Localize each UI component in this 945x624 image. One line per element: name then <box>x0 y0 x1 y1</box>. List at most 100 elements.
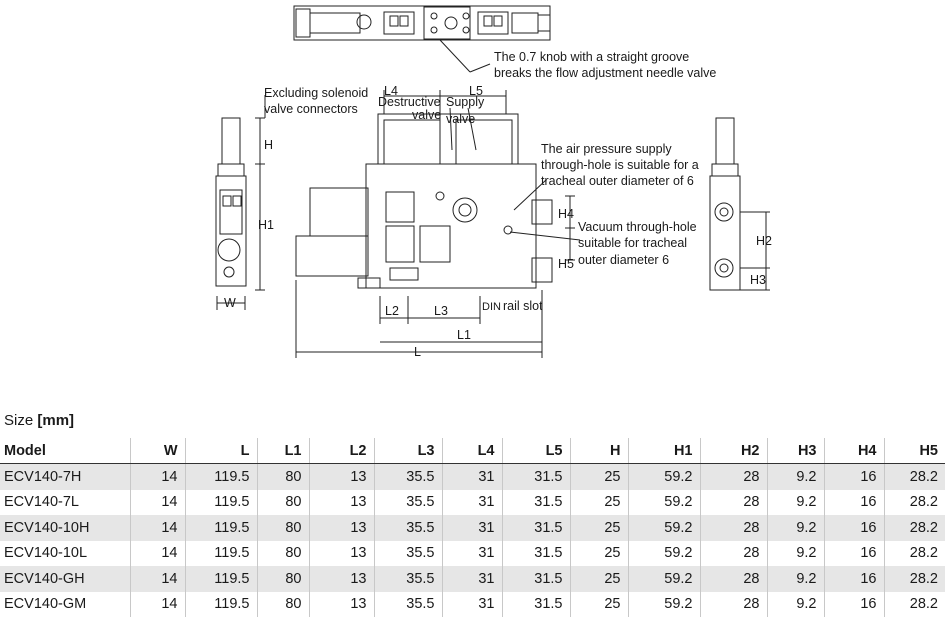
excl-callout-line2: valve connectors <box>264 102 358 116</box>
model-cell: ECV140-GH <box>0 566 130 592</box>
dimension-cell: 9.2 <box>766 515 824 541</box>
dimension-cell: 80 <box>256 566 309 592</box>
dimension-cell: 16 <box>823 515 884 541</box>
dimension-cell: 25 <box>569 489 628 515</box>
dimension-cell: 35.5 <box>373 540 442 566</box>
size-prefix: Size <box>4 412 34 429</box>
dimension-cell: 31 <box>441 489 502 515</box>
header-l2: L2 <box>308 438 374 464</box>
dim-label-l4: L4 <box>384 84 398 98</box>
dimension-cell: 31.5 <box>501 540 570 566</box>
dimension-cell: 13 <box>308 515 374 541</box>
header-h5: H5 <box>883 438 945 464</box>
dimension-cell: 119.5 <box>184 591 257 617</box>
dimension-cell: 59.2 <box>627 489 700 515</box>
dim-label-l2: L2 <box>385 304 399 318</box>
dimension-cell: 31.5 <box>501 591 570 617</box>
dimension-cell: 28 <box>699 540 767 566</box>
dimension-cell: 31 <box>441 591 502 617</box>
din-prefix-label: DIN <box>482 301 501 313</box>
dimension-cell: 119.5 <box>184 515 257 541</box>
knob-callout-line2: breaks the flow adjustment needle valve <box>494 66 716 80</box>
dimension-cell: 119.5 <box>184 540 257 566</box>
dimension-cell: 13 <box>308 463 374 490</box>
dimension-cell: 28 <box>699 591 767 617</box>
dimension-cell: 80 <box>256 515 309 541</box>
model-cell: ECV140-7L <box>4 494 79 511</box>
dimension-cell: 35.5 <box>373 489 442 515</box>
dimension-cell: 14 <box>129 591 185 617</box>
air-callout-line3: tracheal outer diameter of 6 <box>541 174 694 188</box>
dim-label-l: L <box>414 345 421 359</box>
dimension-cell: 31.5 <box>501 515 570 541</box>
dimension-cell: 31 <box>441 540 502 566</box>
dimension-cell: 80 <box>256 489 309 515</box>
header-l4: L4 <box>441 438 502 464</box>
size-title: Size [mm] <box>4 412 74 429</box>
dimension-cell: 14 <box>129 463 185 490</box>
dimension-cell: 31.5 <box>501 566 570 592</box>
knob-callout-line1: The 0.7 knob with a straight groove <box>494 50 689 64</box>
dimension-cell: 80 <box>256 463 309 490</box>
dimension-cell: 59.2 <box>627 591 700 617</box>
dimension-cell: 59.2 <box>627 515 700 541</box>
dimension-cell: 16 <box>823 463 884 490</box>
dimension-cell: 28.2 <box>883 489 945 515</box>
dimension-cell: 14 <box>129 489 185 515</box>
model-cell: ECV140-10H <box>0 515 130 541</box>
dim-label-l1: L1 <box>457 328 471 342</box>
header-h4: H4 <box>823 438 884 464</box>
vac-callout-line1: Vacuum through-hole <box>578 220 697 234</box>
dimension-cell: 28.2 <box>883 566 945 592</box>
dim-label-h: H <box>264 138 273 152</box>
destructive-callout-line2: valve <box>412 108 441 122</box>
air-callout-line2: through-hole is suitable for a <box>541 158 699 172</box>
dimension-cell: 28 <box>699 489 767 515</box>
supply-callout-line2: valve <box>446 112 475 126</box>
vac-callout-line2: suitable for tracheal <box>578 236 687 250</box>
dimension-cell: 28 <box>699 463 767 490</box>
dimension-cell: 25 <box>569 591 628 617</box>
dim-label-h1: H1 <box>258 218 274 232</box>
dimension-cell: 16 <box>823 566 884 592</box>
header-h3: H3 <box>766 438 824 464</box>
dimension-cell: 119.5 <box>184 463 257 490</box>
excl-callout-line1: Excluding solenoid <box>264 86 368 100</box>
dimension-cell: 28.2 <box>883 540 945 566</box>
supply-callout-line1: Supply <box>446 95 485 109</box>
header-h: H <box>569 438 628 464</box>
dimension-cell: 59.2 <box>627 540 700 566</box>
destructive-callout-line1: Destructive <box>378 95 441 109</box>
dimension-cell: 28 <box>699 566 767 592</box>
dimension-cell: 13 <box>308 566 374 592</box>
left-side-view <box>215 95 266 310</box>
dim-label-h3: H3 <box>750 273 766 287</box>
dimension-cell: 119.5 <box>184 489 257 515</box>
dimension-cell: 25 <box>569 540 628 566</box>
dimension-cell: 9.2 <box>766 463 824 490</box>
dimension-cell: 59.2 <box>627 566 700 592</box>
dimension-cell: 13 <box>308 591 374 617</box>
dim-label-h5: H5 <box>558 257 574 271</box>
header-h1: H1 <box>627 438 700 464</box>
dimension-cell: 28.2 <box>883 463 945 490</box>
dimension-cell: 13 <box>308 540 374 566</box>
model-cell: ECV140-7H <box>0 463 130 490</box>
header-l3: L3 <box>373 438 442 464</box>
dimension-cell: 25 <box>569 566 628 592</box>
technical-drawing: The 0.7 knob with a straight groove brea… <box>215 5 772 359</box>
dimension-cell: 14 <box>129 515 185 541</box>
front-view <box>295 90 581 358</box>
dim-label-h4: H4 <box>558 207 574 221</box>
dimension-cell: 9.2 <box>766 566 824 592</box>
dimension-cell: 16 <box>823 489 884 515</box>
size-unit: [mm] <box>37 412 75 429</box>
dimension-cell: 80 <box>256 540 309 566</box>
